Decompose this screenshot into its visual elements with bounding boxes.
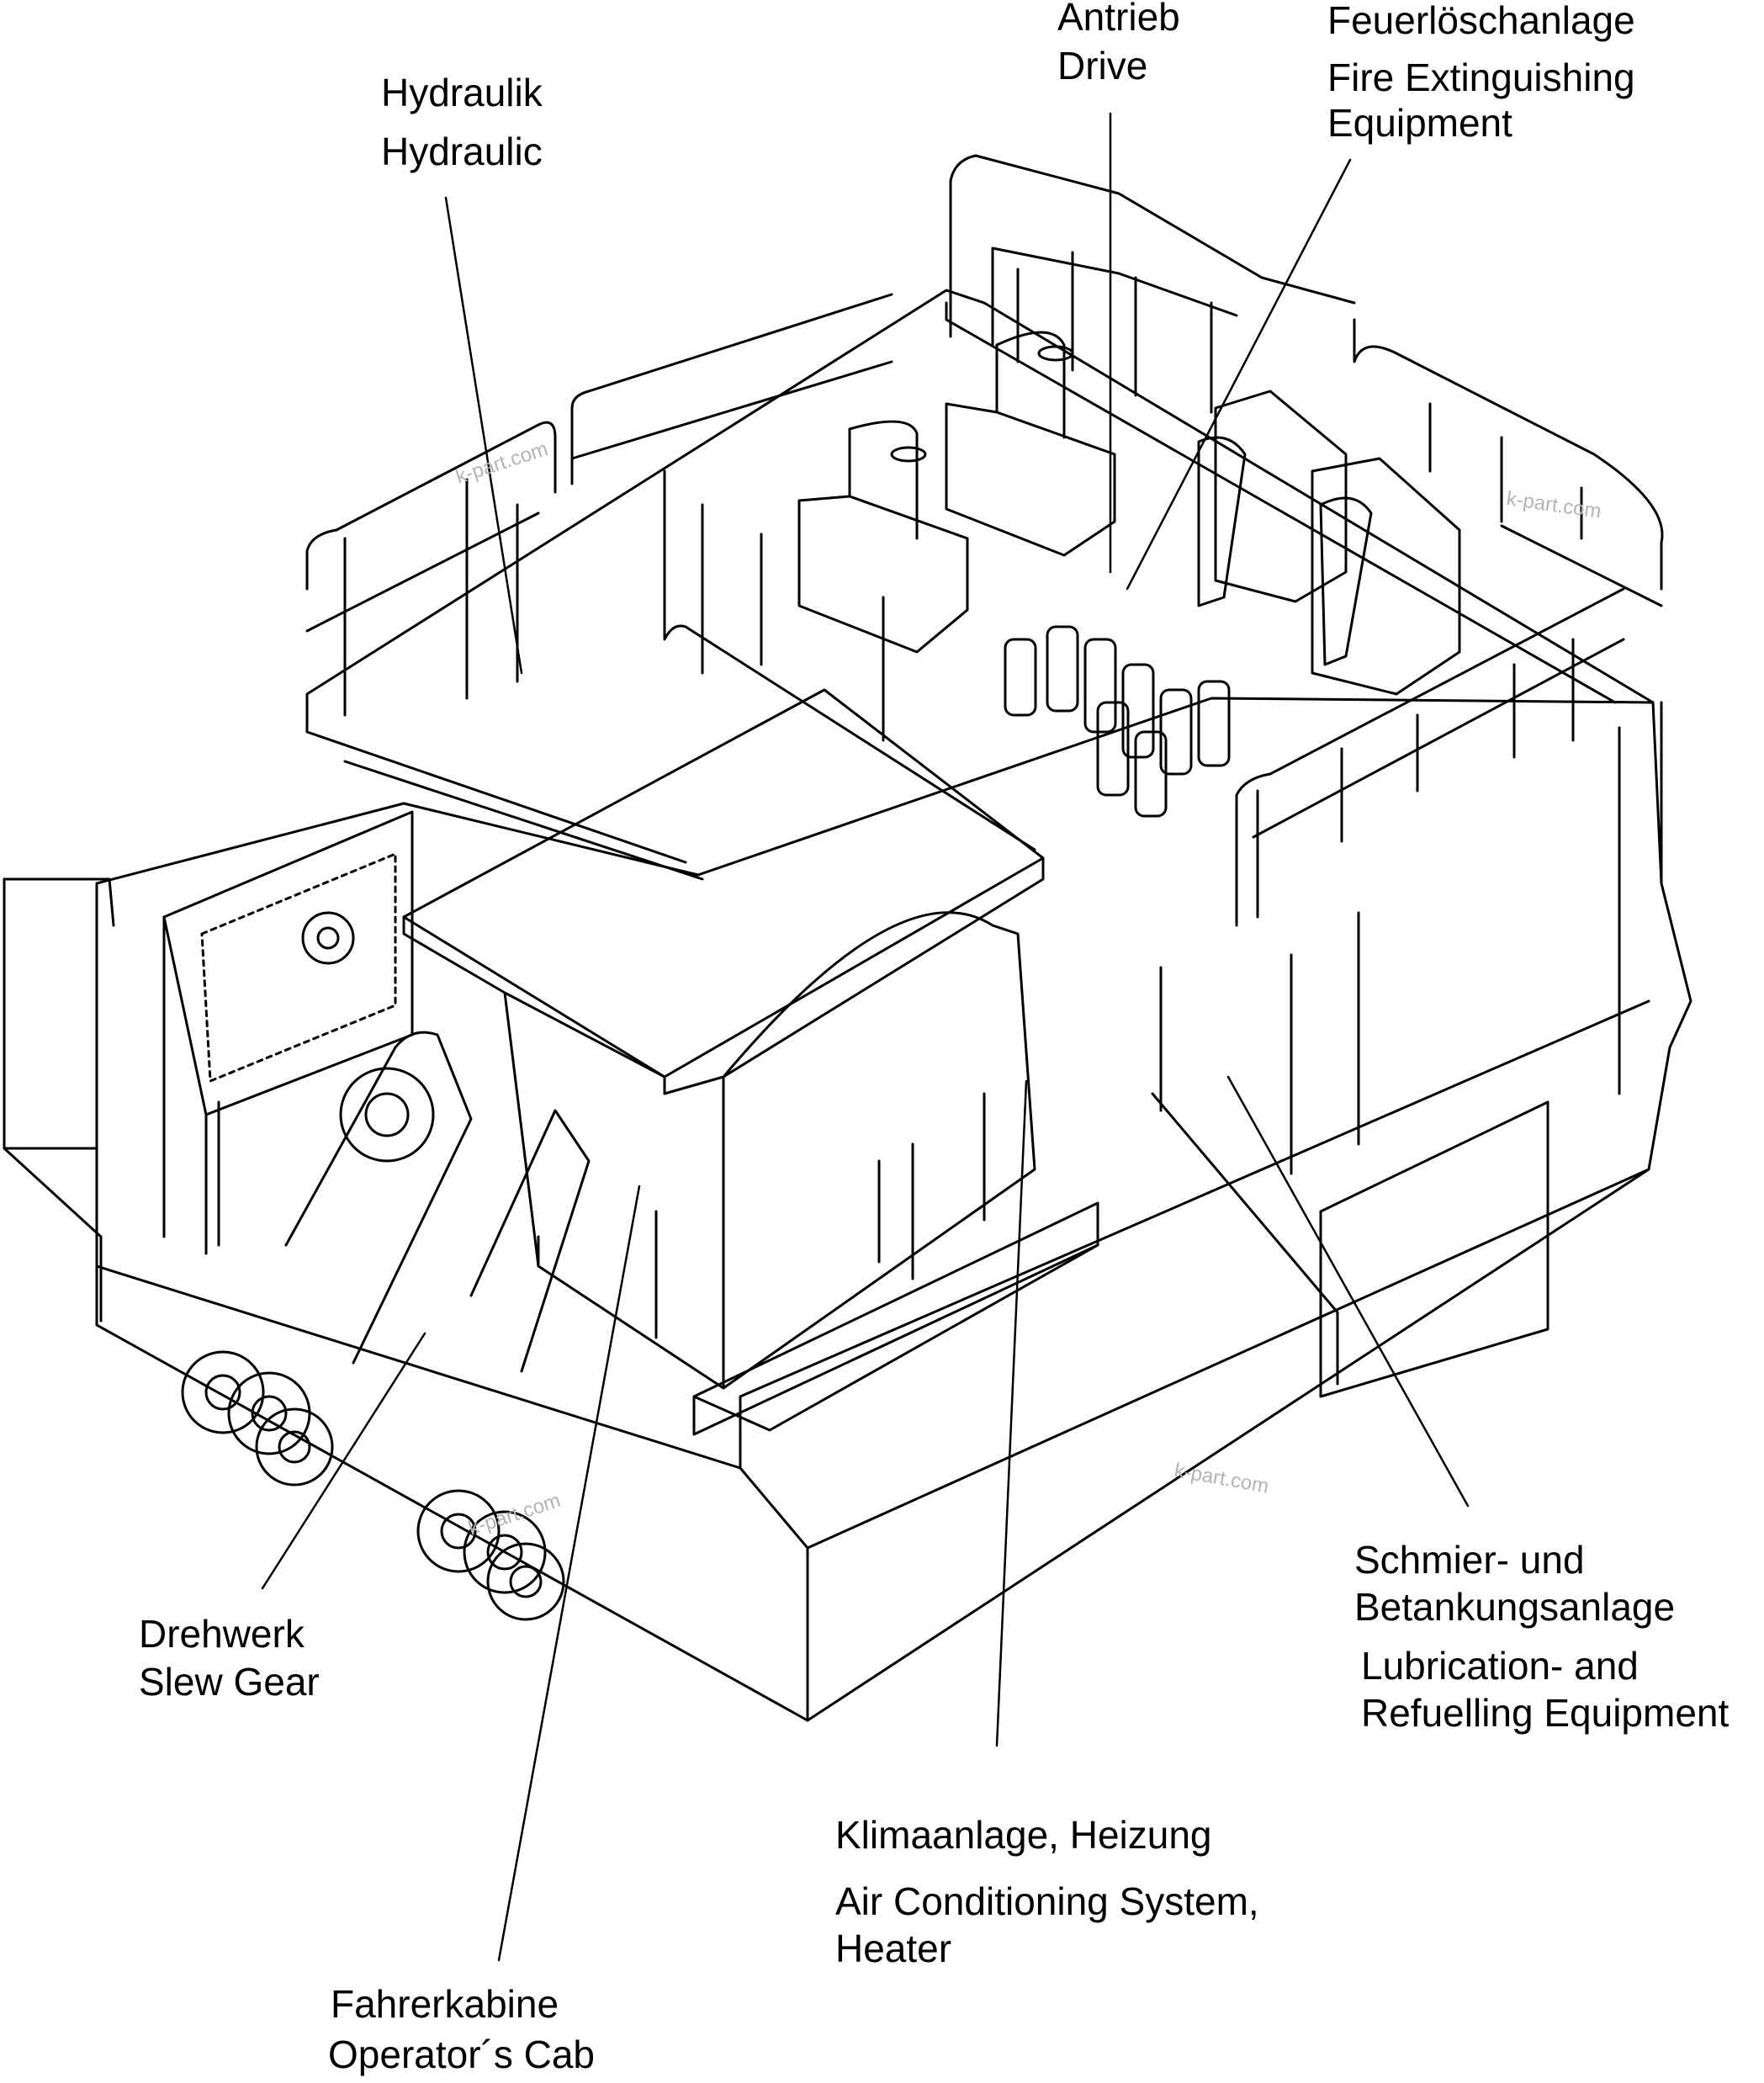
operator-cab [402,688,1045,1390]
label-lube-en-2: Refuelling Equipment [1361,1691,1730,1735]
lubrication-cylinders [1004,625,1231,818]
label-cab-en: Operator´s Cab [328,2033,596,2076]
label-fire-de: Feuerlöschanlage [1327,0,1635,42]
leader-lube [1226,1075,1470,1508]
label-drive-de: Antrieb [1057,0,1180,39]
label-lube-de-2: Betankungsanlage [1354,1585,1676,1629]
leader-hydraulic [444,196,523,675]
watermark-3: k-part.com [1173,1459,1270,1497]
leader-slew [261,1332,426,1590]
label-hydraulic-en: Hydraulic [381,130,543,173]
leader-climate [995,1079,1028,1747]
label-climate-en-1: Air Conditioning System, [835,1879,1259,1923]
label-lube-en-1: Lubrication- and [1361,1644,1639,1688]
leader-cab [497,1185,641,1962]
slew-gear [181,1031,591,1621]
leader-fire [1126,158,1352,591]
label-slew-en: Slew Gear [139,1660,320,1704]
watermark-2: k-part.com [1505,487,1602,523]
label-fire-en-1: Fire Extinguishing [1327,56,1635,99]
leader-lines [261,112,1470,1962]
label-drive-en: Drive [1057,44,1148,87]
label-lube-de-1: Schmier- und [1354,1538,1585,1582]
label-climate-en-2: Heater [835,1927,952,1970]
label-fire-en-2: Equipment [1327,101,1512,145]
label-slew-de: Drehwerk [139,1612,305,1656]
label-climate-de: Klimaanlage, Heizung [835,1813,1212,1857]
radiator-grille [162,810,414,1255]
label-cab-de: Fahrerkabine [331,1982,559,2026]
upper-deck [305,154,1664,927]
front-walkway [692,966,1549,1436]
watermarks: k-part.com k-part.com k-part.com k-part.… [453,437,1603,1540]
label-hydraulic-de: Hydraulik [381,71,543,114]
